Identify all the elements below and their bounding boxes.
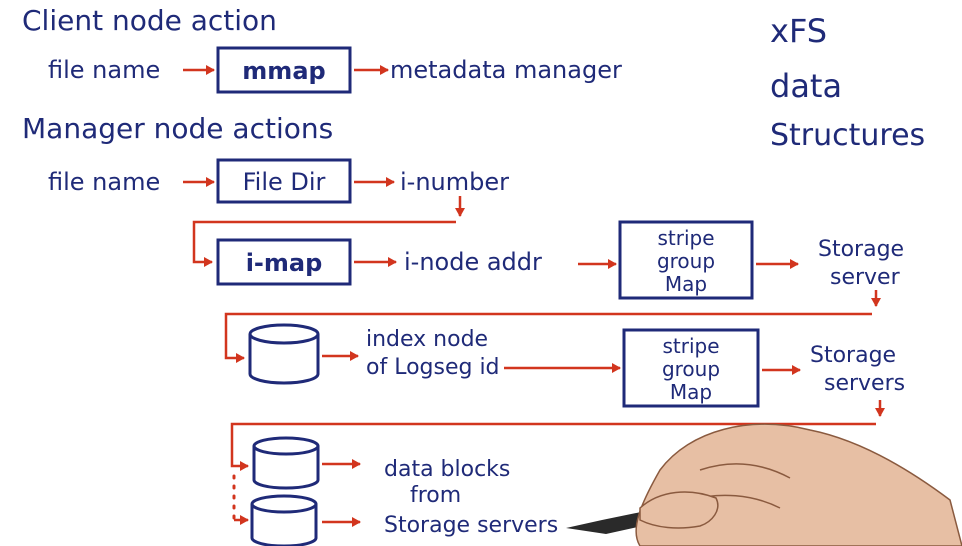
data-blocks-line-2: from: [410, 483, 461, 508]
index-node-line-2: of Logseg id: [366, 355, 500, 380]
hand-with-pen: [566, 423, 962, 546]
sgm2-line-2: group: [662, 357, 720, 381]
data-blocks-line-1: data blocks: [384, 457, 510, 482]
i-map-label: i-map: [246, 249, 323, 277]
storage-server-line-2: server: [830, 265, 901, 290]
connector-3-4-loop: [230, 422, 876, 471]
storage-servers-line-2: servers: [824, 371, 905, 396]
file-dir-label: File Dir: [243, 168, 326, 196]
i-map-box: [216, 238, 352, 286]
i-node-addr-label: i-node addr: [404, 248, 542, 276]
connector-1-2-loop: [192, 220, 456, 267]
sgm1-line-2: group: [657, 249, 715, 273]
side-title-line-3: Structures: [770, 118, 925, 153]
index-node-line-1: index node: [366, 327, 488, 352]
stripe-group-map-box-1: [618, 220, 754, 300]
sgm1-line-1: stripe: [657, 226, 714, 250]
file-dir-box: [216, 158, 352, 204]
stripe-group-map-box-2: [622, 328, 760, 408]
sgm2-line-1: stripe: [662, 334, 719, 358]
sgm1-line-3: Map: [665, 272, 707, 296]
connector-2-3-loop: [224, 312, 872, 363]
side-title-line-2: data: [770, 67, 842, 105]
disk-icon-3: [250, 494, 318, 546]
i-number-label: i-number: [400, 168, 509, 196]
client-heading: Client node action: [22, 4, 277, 37]
storage-server-line-1: Storage: [818, 237, 904, 262]
sgm2-line-3: Map: [670, 380, 712, 404]
side-title-line-1: xFS: [770, 12, 827, 50]
disk-icon-1: [248, 323, 320, 385]
disk-icon-2: [252, 436, 320, 490]
mmap-box: [216, 46, 352, 94]
row1-input: file name: [48, 168, 160, 196]
manager-heading: Manager node actions: [22, 112, 333, 145]
client-output: metadata manager: [390, 56, 622, 84]
mmap-label: mmap: [242, 57, 325, 85]
storage-servers-line-1: Storage: [810, 343, 896, 368]
data-blocks-line-3: Storage servers: [384, 513, 558, 538]
client-input: file name: [48, 56, 160, 84]
